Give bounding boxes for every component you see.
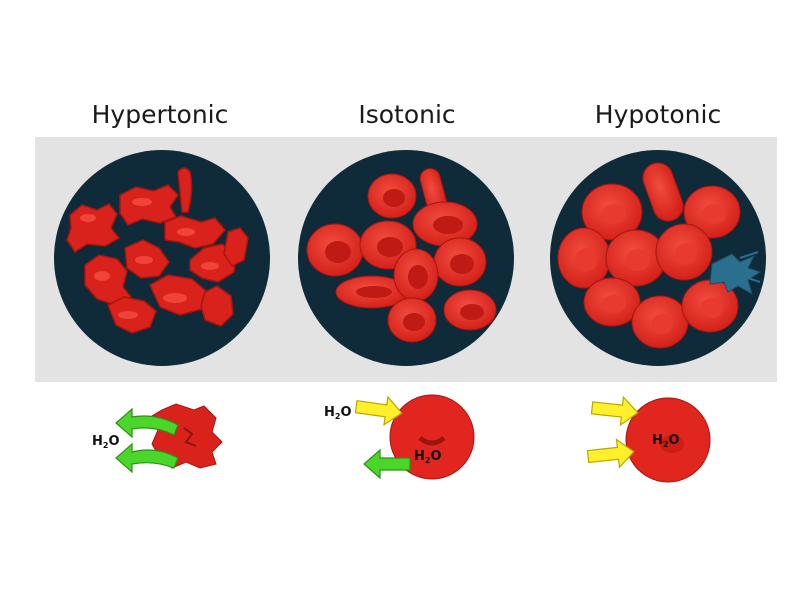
arrow-in-lower	[586, 438, 635, 469]
normal-cell	[412, 201, 478, 247]
water-label-hypertonic: H2O	[92, 434, 120, 450]
normal-cell	[367, 173, 417, 219]
arrow-out	[363, 448, 411, 480]
crenated-cell-elongated	[177, 167, 193, 213]
arrow-out-upper	[115, 407, 179, 439]
swollen-cell	[642, 162, 684, 222]
crenated-cell-highlights	[80, 198, 219, 319]
arrow-out-lower	[115, 442, 179, 474]
mini-hypertonic: H2O	[92, 403, 223, 474]
normal-cell	[443, 289, 497, 331]
mini-isotonic: H2O H2O	[324, 394, 475, 480]
water-label-isotonic-cell: H2O	[414, 449, 442, 465]
heading-hypertonic: Hypertonic	[91, 100, 229, 129]
burst-cell-membrane	[709, 253, 762, 296]
arrow-in-upper	[590, 395, 639, 427]
swollen-cell	[655, 223, 713, 281]
swollen-cell	[583, 277, 641, 327]
swollen-cell	[681, 279, 739, 333]
swollen-cell	[683, 185, 741, 239]
burst-cell	[709, 251, 762, 296]
swollen-cell	[581, 183, 643, 241]
swollen-cell	[631, 295, 689, 349]
crenated-cell	[66, 203, 121, 254]
arrow-in	[354, 395, 403, 426]
heading-hypotonic: Hypotonic	[594, 100, 722, 129]
water-label-isotonic-in: H2O	[324, 405, 352, 421]
swollen-cells	[557, 162, 741, 349]
normal-cell	[387, 297, 437, 343]
dish-hypotonic	[550, 150, 766, 366]
normal-cell	[433, 237, 487, 287]
normal-cells	[306, 168, 497, 343]
swollen-cell	[605, 229, 667, 287]
shrunken-cell	[151, 403, 223, 469]
water-label-hypotonic: H2O	[652, 433, 680, 449]
normal-cell-large	[389, 394, 475, 480]
crenated-cell	[200, 285, 234, 327]
normal-cell	[306, 223, 364, 277]
crenated-cell	[119, 184, 179, 226]
crenated-cell	[84, 254, 133, 306]
dish-hypertonic	[54, 150, 270, 366]
mini-hypotonic: H2O	[586, 395, 711, 483]
normal-cell	[393, 248, 439, 302]
heading-isotonic: Isotonic	[358, 100, 456, 129]
crenated-cell	[223, 227, 249, 267]
dish-isotonic	[298, 150, 514, 366]
